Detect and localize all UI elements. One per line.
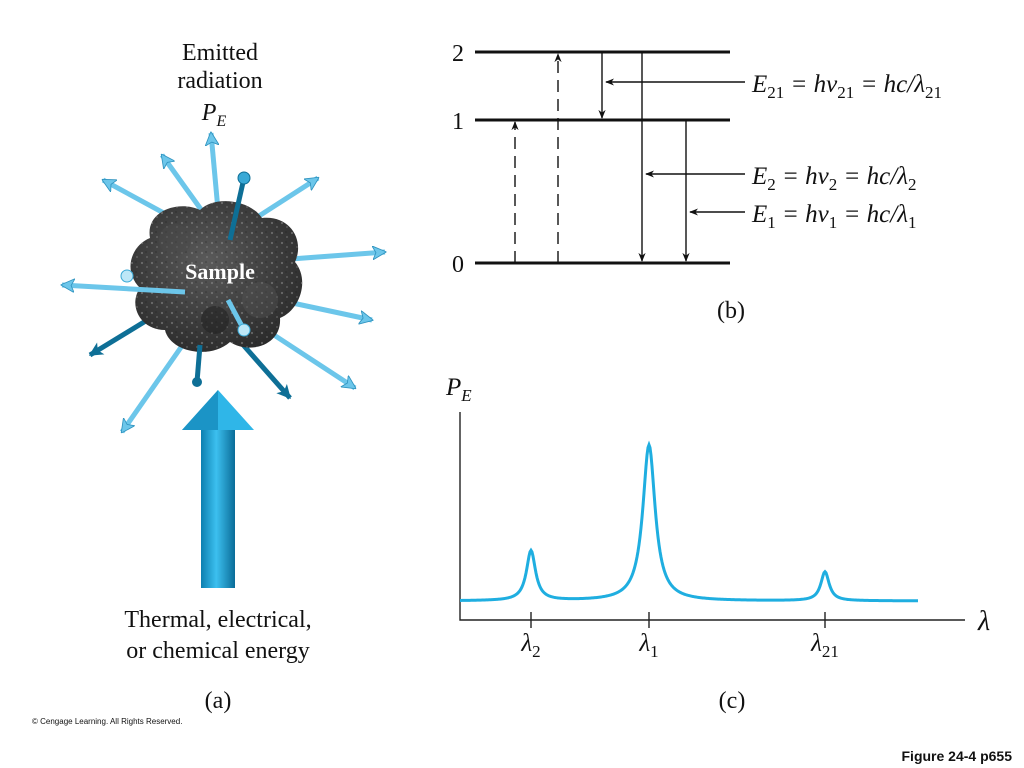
sample-particle <box>130 201 303 352</box>
level-label-0: 0 <box>452 252 464 278</box>
spectrum-y-label: PE <box>445 374 472 405</box>
panel-a-label: (a) <box>205 688 232 714</box>
energy-label-line1: Thermal, electrical, <box>124 607 311 633</box>
tick-label-lambda21: λ21 <box>810 630 839 661</box>
spectrum-axes <box>459 412 965 621</box>
level-label-1: 1 <box>452 109 464 135</box>
tick-label-lambda1: λ1 <box>638 630 658 661</box>
energy-label-line2: or chemical energy <box>126 638 309 664</box>
panel-b-label: (b) <box>717 298 745 324</box>
equation-e21: E21 = hν21 = hc/λ21 <box>751 71 942 102</box>
energy-input-arrow <box>182 390 254 588</box>
figure-reference: Figure 24-4 p655 <box>902 748 1013 764</box>
panel-b: 2 1 0 E21 = hν21 = hc/λ21 E2 = hν2 = hc/… <box>452 41 942 324</box>
panel-c: PE λ2 λ1 λ21 λ (c) <box>445 374 990 714</box>
pe-label-a: PE <box>201 100 227 130</box>
emitted-label: Emitted <box>182 40 258 66</box>
panel-c-label: (c) <box>719 688 746 714</box>
emission-spectrum-line <box>459 440 919 603</box>
tick-label-lambda2: λ2 <box>520 630 540 661</box>
copyright-notice: © Cengage Learning. All Rights Reserved. <box>32 717 182 726</box>
spectrum-x-label: λ <box>977 606 990 637</box>
radiation-label: radiation <box>177 68 262 94</box>
level-label-2: 2 <box>452 41 464 67</box>
equation-e1: E1 = hν1 = hc/λ1 <box>751 201 917 232</box>
sample-label: Sample <box>185 259 255 284</box>
emitted-rays-front <box>62 171 251 387</box>
panel-a: Emitted radiation PE <box>62 40 385 714</box>
equation-e2: E2 = hν2 = hc/λ2 <box>751 163 917 194</box>
